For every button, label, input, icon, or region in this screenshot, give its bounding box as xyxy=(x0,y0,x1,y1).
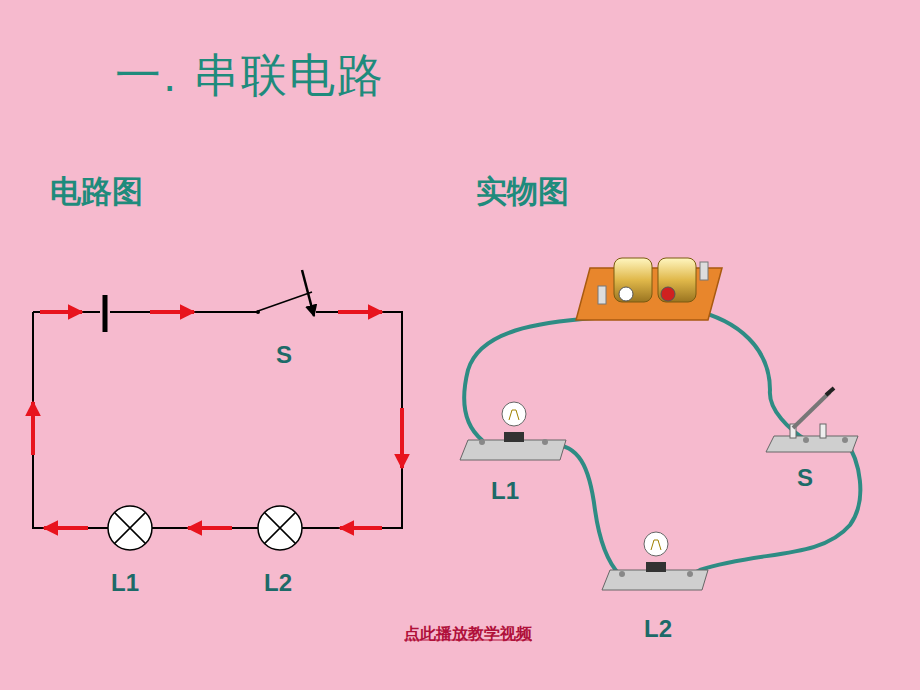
schematic-wires xyxy=(33,312,402,528)
component-label: S xyxy=(797,464,813,492)
lamp-symbol xyxy=(108,506,302,550)
battery-symbol xyxy=(103,295,108,332)
lamp xyxy=(460,402,566,460)
component-label: S xyxy=(276,341,292,369)
lamp xyxy=(602,532,708,590)
component-label: L2 xyxy=(644,615,672,643)
section-heading: 实物图 xyxy=(476,171,569,213)
component-label: L2 xyxy=(264,569,292,597)
knife-switch xyxy=(766,388,858,452)
current-arrows xyxy=(33,312,402,528)
slide-title: 一. 串联电路 xyxy=(115,45,385,107)
video-link: 点此播放教学视频 xyxy=(404,624,532,645)
component-label: L1 xyxy=(111,569,139,597)
component-label: L1 xyxy=(491,477,519,505)
battery-holder xyxy=(576,258,722,320)
section-heading: 电路图 xyxy=(50,171,143,213)
switch-symbol xyxy=(256,270,314,316)
